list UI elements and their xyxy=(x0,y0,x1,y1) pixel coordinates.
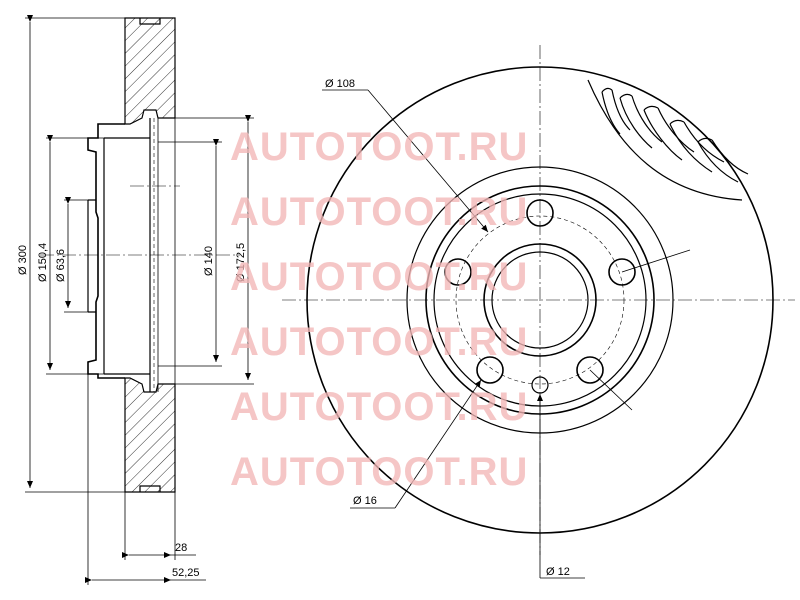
leader-hole-5 xyxy=(589,369,633,411)
leader-108 xyxy=(367,89,489,233)
dim-label-150: Ø 150,4 xyxy=(37,243,49,282)
bolt-circle xyxy=(455,215,625,385)
vent-region-arc xyxy=(587,79,743,201)
bore-step xyxy=(88,199,96,313)
rotor-section-bottom xyxy=(124,377,176,493)
dim-label-16: Ø 16 xyxy=(353,495,377,507)
bolt-hole-5 xyxy=(576,356,604,384)
dim-label-140: Ø 140 xyxy=(203,246,215,276)
pin-hole xyxy=(531,376,549,394)
watermark-text-5: AUTOTOOT.RU xyxy=(230,385,528,429)
watermark-text-4: AUTOTOOT.RU xyxy=(230,320,528,364)
bolt-hole-4 xyxy=(476,356,504,384)
vent-notch-top xyxy=(139,18,161,25)
bolt-hole-3 xyxy=(608,258,636,286)
dim-label-172: Ø 172,5 xyxy=(235,243,247,282)
watermark-text-3: AUTOTOOT.RU xyxy=(230,255,528,299)
center-bore-inner xyxy=(491,251,589,349)
watermark-text-6: AUTOTOOT.RU xyxy=(230,450,528,494)
bolt-hole-1 xyxy=(526,199,554,227)
dim-label-28: 28 xyxy=(175,542,187,554)
hub-outline xyxy=(87,123,125,379)
center-bore xyxy=(483,243,597,357)
watermark-text-2: AUTOTOOT.RU xyxy=(230,190,528,234)
hub-rim xyxy=(104,137,150,375)
dim-label-108: Ø 108 xyxy=(325,78,355,90)
dim-label-52: 52,25 xyxy=(172,567,200,579)
dim-label-300: Ø 300 xyxy=(17,245,29,275)
watermark: AUTOTOOT.RU AUTOTOOT.RU AUTOTOOT.RU AUTO… xyxy=(230,125,528,494)
vent-slots xyxy=(601,87,749,183)
vent-notch-bottom xyxy=(139,485,161,492)
side-view: Ø 300 Ø 150,4 Ø 63,6 Ø 140 Ø 172,5 28 52… xyxy=(17,15,254,585)
rotor-section-top xyxy=(124,17,176,125)
dim-label-12: Ø 12 xyxy=(546,566,570,578)
leader-16 xyxy=(394,379,482,509)
watermark-text-1: AUTOTOOT.RU xyxy=(230,125,528,169)
leader-hole-3 xyxy=(621,249,691,273)
front-view: Ø 108 Ø 16 Ø 12 xyxy=(282,45,795,579)
dim-label-63: Ø 63,6 xyxy=(55,249,67,282)
bolt-hole-2 xyxy=(444,258,472,286)
